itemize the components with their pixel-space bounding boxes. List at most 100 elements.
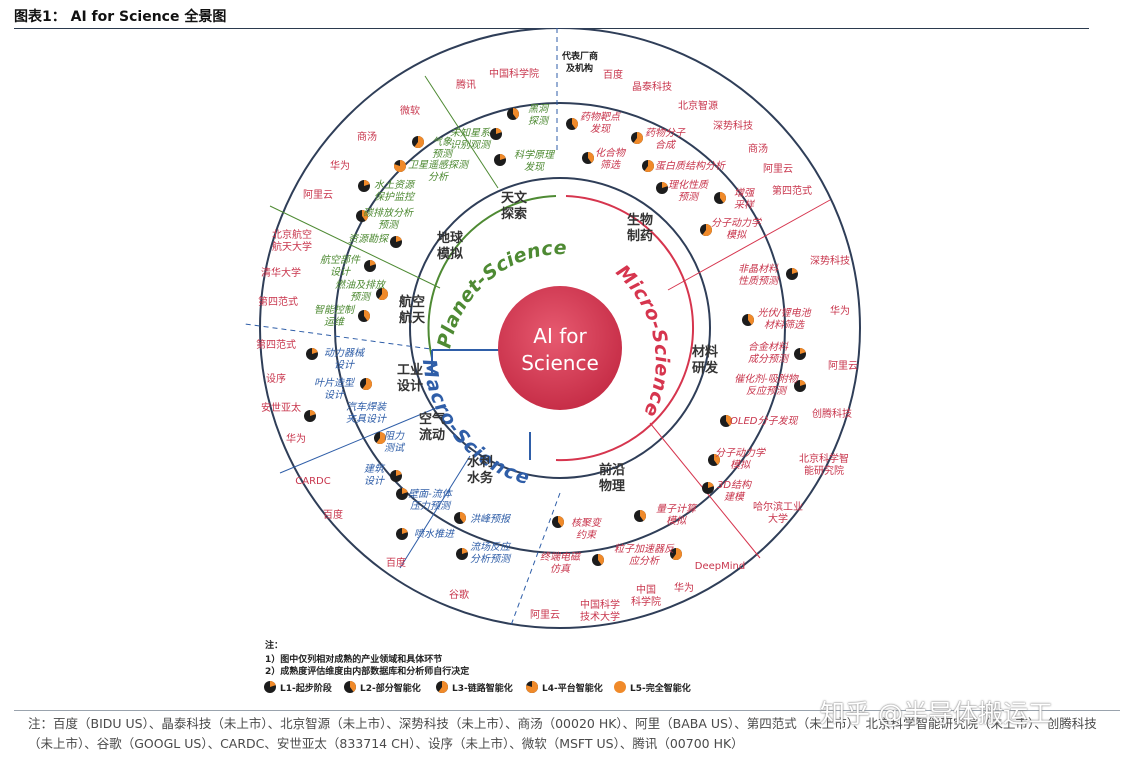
quantum-maturity-fill (640, 510, 646, 521)
md2-maturity-fill (714, 454, 721, 465)
item-weld: 汽车焊装夹具设计 (346, 401, 388, 425)
vendor-bjai: 北京科学智能研究院 (799, 452, 849, 477)
vendor-microsoft: 微软 (400, 104, 420, 117)
divider-industry-aerodyn (279, 407, 437, 474)
legend-l2-maturity-fill (350, 681, 357, 692)
middle-ring (334, 102, 786, 554)
item-blade: 叶片造型设计 (314, 377, 356, 401)
divider-astro-earth (424, 75, 499, 189)
item-sci: 科学原理发现 (514, 149, 556, 173)
combust-maturity-fill (378, 288, 389, 300)
item-sample: 增强采样 (734, 187, 756, 211)
vendor-ansys: 安世亚太 (261, 401, 301, 414)
star-maturity-fill (496, 128, 502, 134)
domain-industry: 工业设计 (397, 362, 423, 394)
vendor-baidu_l: 百度 (323, 508, 343, 521)
item-motor: 动力器械设计 (324, 347, 366, 371)
vendor-4p_ml: 第四范式 (256, 338, 296, 351)
vendor-baidu_bl: 百度 (386, 556, 406, 569)
vendor-aliyun_r: 阿里云 (828, 360, 858, 372)
footer-note: 注：百度（BIDU US）、晶泰科技（未上市）、北京智源（未上市）、深势科技（未… (28, 716, 1097, 751)
item-terminal: 终端电磁仿真 (540, 551, 582, 575)
item-fusion: 核聚变约束 (571, 517, 603, 541)
domain-water: 水利水务 (467, 454, 494, 486)
vendor-huawei_tl: 华为 (330, 159, 350, 172)
vendor-bzy: 北京智源 (678, 99, 718, 112)
legend-note-title: 注： (265, 639, 283, 651)
item-carbon: 碳排放分析预测 (363, 207, 414, 231)
domain-material: 材料研发 (692, 344, 719, 376)
protein-maturity-fill (644, 160, 655, 172)
aeropart-maturity-fill (370, 260, 376, 266)
vendor-huawei_ml: 华为 (286, 432, 306, 445)
vendor-cas_b: 中国科学院 (631, 583, 661, 608)
sci-maturity-fill (500, 154, 506, 160)
item-aeropart: 航空部件设计 (320, 254, 361, 278)
item-star: 未知星系识别观测 (450, 127, 492, 151)
vendor-shenshi_r: 深势科技 (810, 254, 850, 267)
ai-for-science-diagram: Planet-Science Micro-Science Macro-Scien… (244, 28, 861, 694)
divider-aerodyn-water (399, 455, 471, 569)
planet-bracket (427, 195, 557, 359)
item-flowfield: 流场反应分析预测 (470, 541, 512, 565)
figure-header: 图表1： AI for Science 全景图 (14, 6, 1089, 29)
vendor-4p_tr: 第四范式 (772, 184, 812, 197)
vendor-hit: 哈尔滨工业大学 (753, 500, 803, 525)
inner-ring (409, 177, 711, 479)
wall-maturity-fill (402, 488, 408, 494)
vendor-aliyun_tl: 阿里云 (303, 189, 333, 201)
vendor-aliyun_tr: 阿里云 (763, 163, 793, 175)
vendor-ustc: 中国科学技术大学 (580, 598, 620, 623)
item-satellite: 卫星遥感探测分析 (408, 159, 470, 183)
center-title-line2: Science (521, 351, 599, 375)
sample-maturity-fill (720, 192, 727, 203)
item-hydro: 水土资源保护监控 (374, 179, 416, 203)
vendor-deepmind: DeepMind (695, 561, 745, 572)
item-md: 分子动力学模拟 (711, 217, 762, 241)
item-physchem: 理化性质预测 (668, 179, 710, 203)
item-blackhole: 黑洞探测 (528, 103, 550, 127)
oled-maturity-fill (726, 414, 733, 426)
item-drag: 阻力测试 (384, 430, 406, 454)
item-alloy: 合金材料成分预测 (748, 341, 790, 365)
vendor-cas_top: 中国科学院 (489, 67, 539, 80)
item-compound: 化合物筛选 (595, 147, 627, 171)
legend-l4-maturity-fill (526, 681, 538, 693)
drag-maturity-fill (376, 431, 387, 444)
flight-maturity-fill (364, 310, 370, 321)
micro-bracket (555, 195, 695, 462)
legend-level-3: L3-链路智能化 (452, 682, 513, 694)
target-maturity-fill (572, 118, 578, 129)
legend-level-1: L1-起步阶段 (280, 682, 333, 694)
item-flood: 洪峰预报 (470, 513, 511, 525)
item-wall: 壁面-流体压力预测 (408, 488, 454, 512)
item-jet: 喷水推进 (414, 528, 455, 540)
vendor-shenshi_tr: 深势科技 (713, 119, 753, 132)
blade-maturity-fill (362, 378, 373, 391)
building-maturity-fill (396, 470, 402, 476)
mol-maturity-fill (633, 132, 643, 144)
satellite-maturity-fill (394, 160, 406, 172)
item-mol: 药物分子合成 (645, 127, 686, 151)
vendor-aliyun_b: 阿里云 (530, 609, 560, 621)
vendor-baidu_tr: 百度 (603, 68, 623, 81)
vendor-tencent_r: 创腾科技 (812, 407, 852, 420)
vendor-huawei_r: 华为 (830, 304, 850, 317)
legend-note-1: 1）图中仅列相对成熟的产业领域和具体环节 (265, 653, 442, 665)
md-maturity-fill (702, 224, 712, 236)
item-catalyst: 催化剂-吸附物反应预测 (734, 373, 800, 397)
battery-maturity-fill (748, 314, 755, 325)
vendor-tsinghua: 清华大学 (261, 266, 301, 279)
weld-maturity-fill (310, 410, 316, 416)
legend-level-4: L4-平台智能化 (542, 682, 603, 694)
item-quantum: 量子计算模拟 (656, 503, 698, 527)
compound-maturity-fill (588, 152, 595, 163)
figure-title: 图表1： AI for Science 全景图 (14, 9, 227, 25)
item-battery: 光伏/锂电池材料筛选 (757, 307, 811, 331)
vendor-shexu: 设序 (266, 372, 286, 385)
footer-divider (14, 710, 1120, 711)
vendor-google: 谷歌 (449, 588, 469, 601)
jet-maturity-fill (402, 528, 408, 534)
hydro-maturity-fill (364, 180, 370, 186)
divider-earth-aero (269, 205, 441, 289)
